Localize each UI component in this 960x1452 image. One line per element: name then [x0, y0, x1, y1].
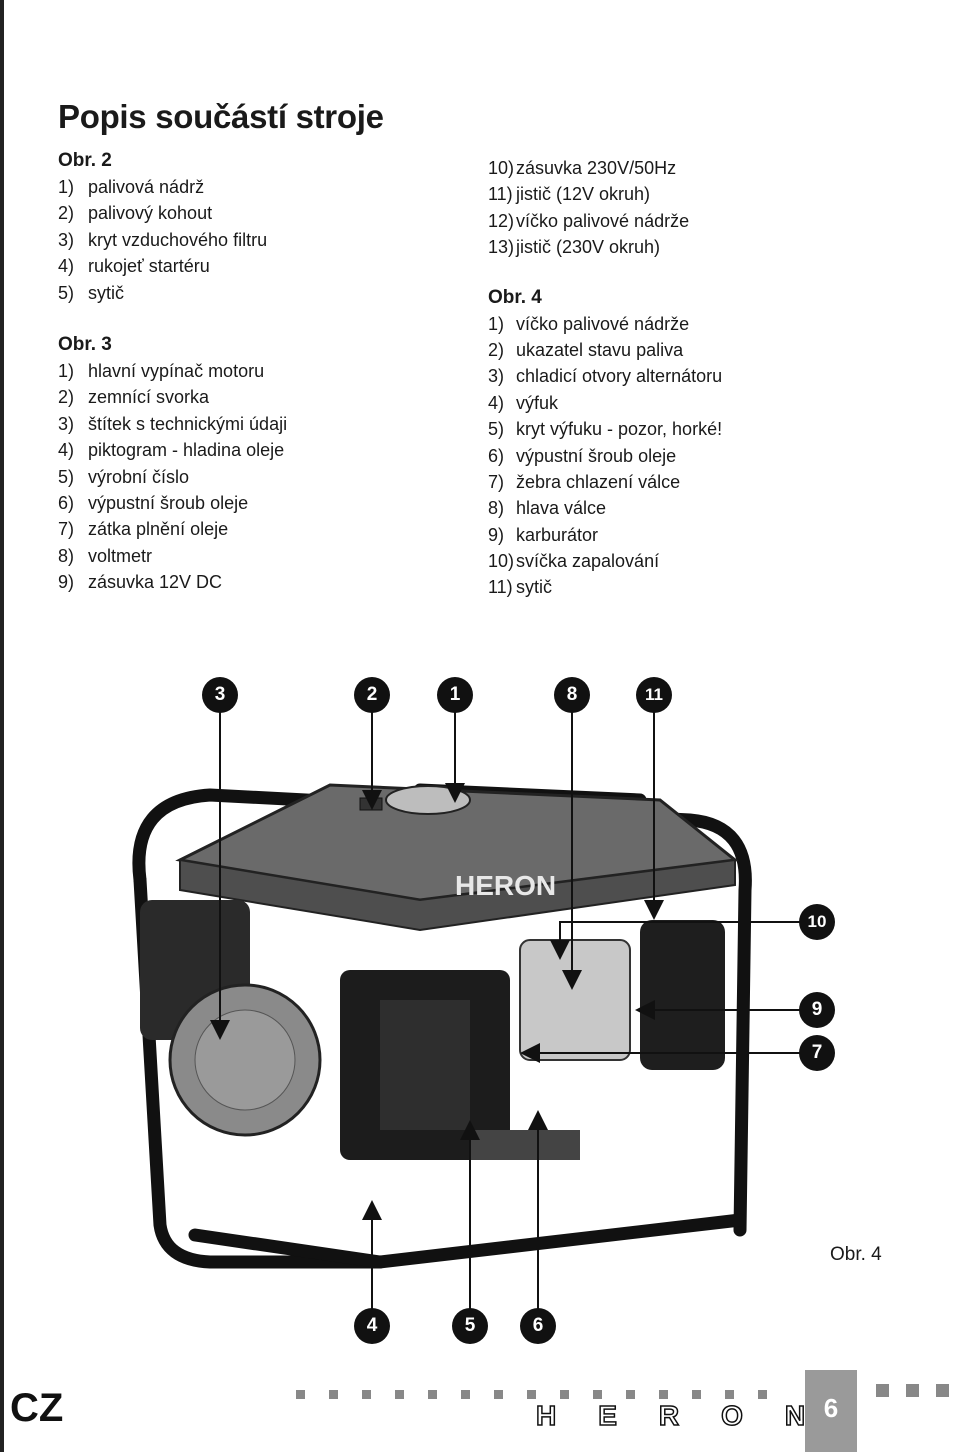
footer-square — [876, 1384, 889, 1397]
language-code: CZ — [10, 1386, 64, 1430]
list-item: 3)kryt vzduchového filtru — [58, 229, 268, 250]
page-footer: CZ HERON 6 — [0, 1370, 960, 1452]
parts-list-obr3-continued: 10)zásuvka 230V/50Hz 11)jistič (12V okru… — [488, 155, 722, 261]
page-title: Popis součástí stroje — [58, 98, 384, 135]
right-column: 10)zásuvka 230V/50Hz 11)jistič (12V okru… — [488, 155, 722, 601]
callout-8: 8 — [554, 677, 590, 713]
list-item: 2)palivový kohout — [58, 203, 213, 224]
cylinder-head — [519, 939, 631, 1061]
list-item: 1)hlavní vypínač motoru — [58, 360, 265, 381]
list-item: 4)rukojeť startéru — [58, 256, 210, 277]
list-item: 10)svíčka zapalování — [488, 551, 660, 572]
footer-brand-logo: HERON — [535, 1399, 848, 1432]
list-item: 6)výpustní šroub oleje — [58, 492, 249, 513]
footer-dot-row — [296, 1386, 791, 1404]
list-item: 1)víčko palivové nádrže — [488, 313, 690, 334]
callout-9: 9 — [799, 992, 835, 1028]
list-item: 5)sytič — [58, 282, 124, 303]
base-bracket — [470, 1130, 580, 1160]
list-item: 6)výpustní šroub oleje — [488, 445, 677, 466]
group-heading-obr4: Obr. 4 — [488, 286, 542, 308]
list-item: 9)karburátor — [488, 524, 599, 545]
list-item: 2)zemnící svorka — [58, 387, 210, 408]
list-item: 3)chladicí otvory alternátoru — [488, 366, 723, 387]
list-item: 7)žebra chlazení válce — [488, 471, 681, 492]
callout-4: 4 — [354, 1308, 390, 1344]
list-item: 8)hlava válce — [488, 498, 607, 519]
alternator-vents — [380, 1000, 470, 1130]
left-column: Obr. 2 1)palivová nádrž 2)palivový kohou… — [58, 148, 287, 595]
page-number: 6 — [805, 1370, 857, 1452]
list-item: 3)štítek s technickými údaji — [58, 413, 288, 434]
generator-figure: HERON 3 2 1 8 11 10 9 7 4 — [0, 650, 960, 1350]
list-item: 11)sytič — [488, 577, 552, 598]
callout-3: 3 — [202, 677, 238, 713]
figure-caption: Obr. 4 — [830, 1244, 882, 1265]
list-item: 13)jistič (230V okruh) — [488, 237, 661, 258]
footer-square — [936, 1384, 949, 1397]
parts-list-obr2: 1)palivová nádrž 2)palivový kohout 3)kry… — [58, 174, 287, 306]
generator-illustration: HERON — [132, 712, 800, 1310]
list-item: 9)zásuvka 12V DC — [58, 572, 223, 593]
tank-brand-text: HERON — [455, 870, 556, 901]
fuel-cap — [385, 785, 471, 815]
callout-10: 10 — [799, 904, 835, 940]
list-item: 5)výrobní číslo — [58, 466, 190, 487]
callout-11: 11 — [636, 677, 672, 713]
list-item: 12)víčko palivové nádrže — [488, 210, 690, 231]
list-item: 10)zásuvka 230V/50Hz — [488, 158, 677, 178]
list-item: 1)palivová nádrž — [58, 177, 205, 197]
group-heading-obr3: Obr. 3 — [58, 333, 112, 355]
list-item: 4)piktogram - hladina oleje — [58, 440, 285, 461]
list-item: 7)zátka plnění oleje — [58, 519, 229, 540]
group-heading-obr2: Obr. 2 — [58, 150, 112, 171]
footer-square — [906, 1384, 919, 1397]
parts-list-obr3: 1)hlavní vypínač motoru 2)zemnící svorka… — [58, 358, 287, 596]
list-item: 4)výfuk — [488, 392, 559, 413]
callout-1: 1 — [437, 677, 473, 713]
list-item: 2)ukazatel stavu paliva — [488, 339, 684, 360]
callout-5: 5 — [452, 1308, 488, 1344]
list-item: 5)kryt výfuku - pozor, horké! — [488, 419, 723, 440]
parts-list-obr4: 1)víčko palivové nádrže 2)ukazatel stavu… — [488, 311, 722, 601]
exhaust-muffler — [640, 920, 725, 1070]
list-item: 11)jistič (12V okruh) — [488, 184, 651, 205]
page-edge-line — [0, 0, 4, 1452]
list-item: 8)voltmetr — [58, 545, 153, 566]
callout-7: 7 — [799, 1035, 835, 1071]
callout-6: 6 — [520, 1308, 556, 1344]
callout-2: 2 — [354, 677, 390, 713]
